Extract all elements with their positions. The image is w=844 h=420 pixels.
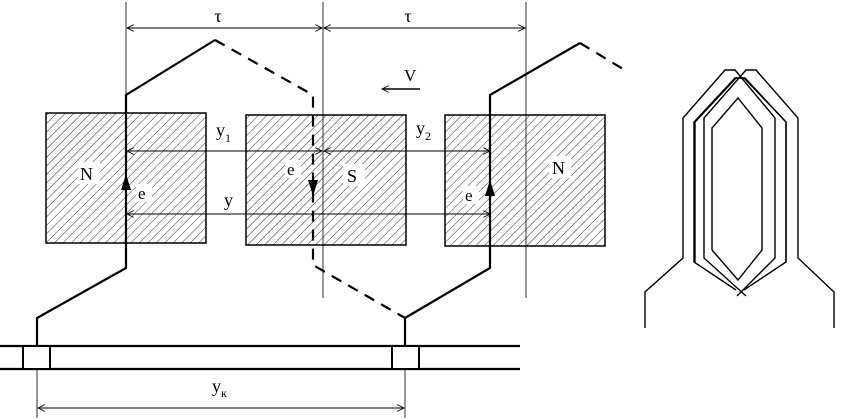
emf-label-bg-1 [136,184,152,202]
emf-label-middle: e [287,160,295,179]
coil-sketch-inner-2 [693,77,787,291]
emf-arrow-right [485,180,495,196]
pole-label-bg-3 [549,156,571,178]
pole-s-middle [245,114,407,246]
emf-label-right: e [465,186,473,205]
emf-label-left: e [138,184,146,203]
pole-label-s: S [347,166,357,186]
velocity-label: V [404,66,417,85]
coil-2-dashed [579,42,629,73]
emf-arrow-middle [308,180,318,196]
emf-label-bg-3 [463,186,479,204]
pole-n-right [444,114,606,247]
pole-label-bg-2 [343,164,365,186]
emf-arrow-left [121,174,131,190]
coil-sketch-outer [644,69,776,328]
y1-label: y1 [216,120,231,145]
tau-label-2: τ [404,6,411,26]
y2-label-bg [410,116,442,146]
tau-label-1: τ [214,6,221,26]
y2-label: y2 [416,118,431,143]
coil-sketch-outer-2 [703,69,835,328]
y-label: y [224,190,233,210]
commutator-segment-left [22,345,51,370]
coil-sketch-core [711,96,763,282]
coil-sketch-inner [694,77,787,291]
coil-1-solid [35,39,216,320]
pole-label-bg-1 [78,162,100,184]
emf-label-bg-2 [285,160,301,178]
commutator-segment-right [391,345,420,370]
pole-label-n-right: N [552,158,565,178]
pole-label-n-left: N [80,164,93,184]
y-label-bg [220,188,242,210]
coil-sketch [644,69,835,328]
y1-label-bg [210,118,244,148]
yk-label: yк [212,376,227,400]
